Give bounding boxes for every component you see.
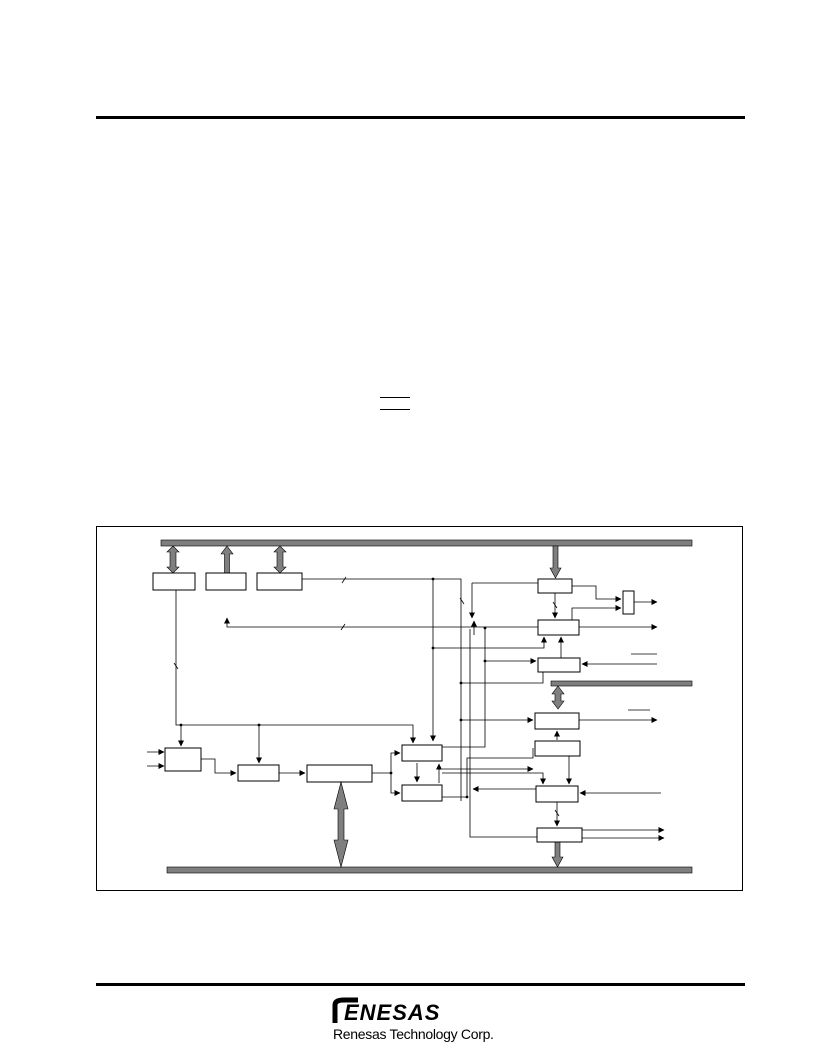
bus-arrow-2 — [220, 545, 234, 574]
block-8 — [401, 784, 443, 802]
figure-frame — [96, 526, 743, 891]
footer-rule — [96, 983, 745, 986]
middle-bus — [550, 680, 693, 687]
bus-arrow-5 — [551, 685, 565, 710]
block-5 — [237, 764, 280, 782]
block-14 — [535, 785, 579, 803]
renesas-logo: ENESAS Renesas Technology Corp. — [332, 996, 504, 1046]
block-12 — [534, 712, 580, 730]
svg-text:ENESAS: ENESAS — [344, 1000, 440, 1025]
block-15 — [536, 827, 583, 843]
renesas-wordmark: ENESAS — [332, 997, 440, 1025]
bus-arrow-4 — [549, 545, 562, 579]
block-diagram — [147, 539, 693, 874]
bus-arrow-7 — [551, 841, 564, 868]
block-9 — [537, 578, 573, 594]
bus-arrow-6 — [333, 780, 349, 869]
bus-arrow-1 — [166, 545, 180, 574]
block-6 — [306, 764, 373, 783]
block-2 — [205, 572, 247, 591]
block-11 — [537, 657, 581, 673]
block-7 — [401, 744, 443, 762]
overline-mark-1 — [380, 397, 410, 398]
block-1 — [152, 572, 196, 591]
upper-bus — [160, 539, 693, 547]
block-3 — [256, 572, 303, 591]
block-4 — [164, 747, 202, 772]
block-13 — [534, 740, 581, 757]
overline-mark-2 — [380, 409, 410, 410]
block-16 — [622, 590, 635, 615]
bus-arrow-3 — [273, 545, 287, 574]
company-name: Renesas Technology Corp. — [333, 1026, 494, 1042]
lower-bus — [166, 866, 693, 874]
header-rule — [96, 116, 745, 119]
block-10 — [537, 619, 580, 636]
